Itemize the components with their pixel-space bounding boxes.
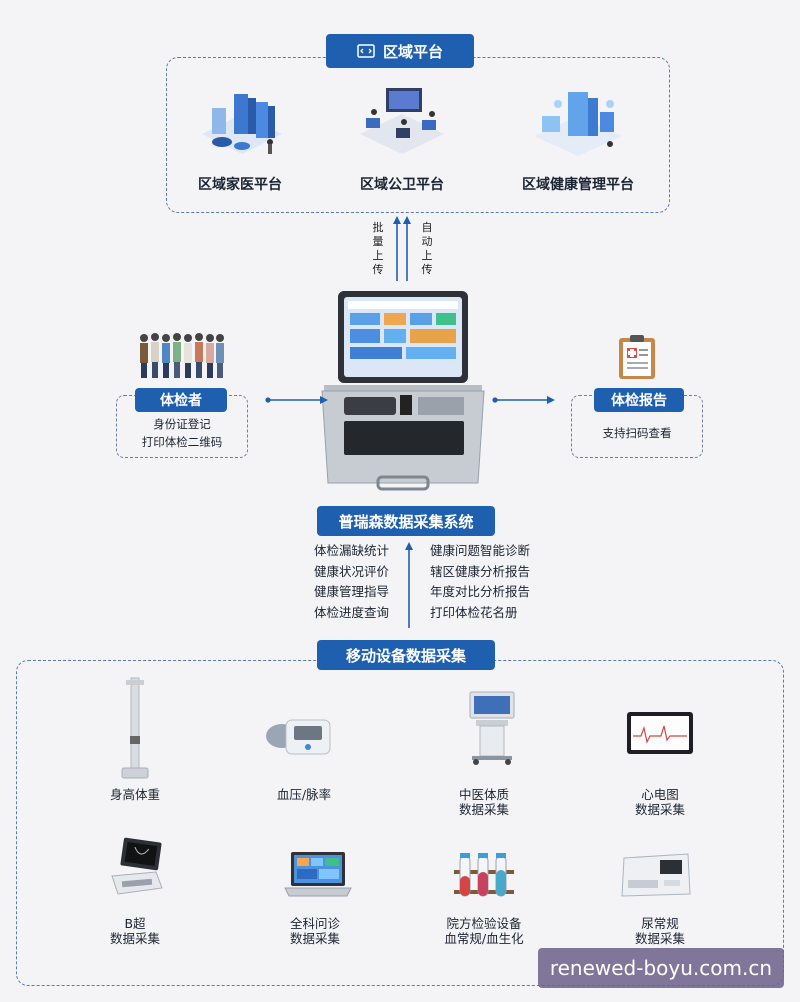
device-to-report-arrow — [492, 396, 555, 404]
device-label-tcm: 中医体质数据采集 — [458, 787, 509, 817]
device-label-general-consultation: 全科问诊数据采集 — [289, 916, 340, 946]
mobile-title: 移动设备数据采集 — [317, 640, 495, 670]
system-arrows — [405, 542, 413, 628]
system-right-list: 健康问题智能诊断 辖区健康分析报告 年度对比分析报告 打印体检花名册 — [430, 541, 550, 623]
platform-health-management: 区域健康管理平台 — [522, 177, 634, 193]
people-group-icon — [140, 333, 224, 378]
system-item: 健康状况评价 — [314, 563, 390, 579]
watermark: renewed-boyu.com.cn — [537, 948, 784, 988]
examinee-line-id-register: 身份证登记 — [153, 417, 211, 431]
device-label-urine-routine: 尿常规数据采集 — [634, 916, 685, 946]
system-left-list: 体检漏缺统计 健康状况评价 健康管理指导 体检进度查询 — [314, 541, 400, 623]
examinee-to-device-arrow — [265, 396, 328, 404]
region-platform-title: 区域平台 — [326, 34, 474, 68]
test-tubes-icon — [454, 853, 514, 897]
examinee-line-print-qr: 打印体检二维码 — [141, 435, 223, 449]
public-health-platform-illustration — [360, 88, 444, 154]
tcm-constitution-device-icon — [469, 691, 515, 765]
height-weight-scale-icon — [121, 677, 149, 779]
device-label-ecg: 心电图数据采集 — [634, 787, 685, 817]
ecg-monitor-icon — [627, 712, 693, 754]
blood-pressure-monitor-icon — [266, 719, 331, 755]
health-management-platform-illustration — [534, 92, 622, 156]
ultrasound-laptop-icon — [111, 837, 163, 895]
general-consultation-laptop-icon — [284, 852, 352, 897]
system-item: 健康问题智能诊断 — [430, 543, 531, 558]
system-item: 健康管理指导 — [314, 584, 390, 599]
family-doctor-platform-illustration — [202, 94, 282, 154]
system-item: 体检漏缺统计 — [314, 543, 390, 558]
upload-arrows — [393, 216, 411, 281]
platform-family-doctor: 区域家医平台 — [198, 177, 282, 193]
system-item: 辖区健康分析报告 — [430, 563, 531, 579]
batch-upload-label: 批量上传 — [372, 221, 384, 276]
examinee-title: 体检者 — [135, 388, 227, 412]
auto-upload-label: 自动上传 — [421, 221, 433, 276]
clipboard-report-icon — [619, 335, 655, 379]
report-line-scan: 支持扫码查看 — [602, 426, 672, 440]
system-item: 体检进度查询 — [314, 604, 390, 620]
system-title: 普瑞森数据采集系统 — [317, 506, 495, 536]
platform-public-health: 区域公卫平台 — [360, 177, 444, 193]
code-window-icon — [357, 44, 375, 58]
system-item: 年度对比分析报告 — [430, 584, 531, 599]
system-item: 打印体检花名册 — [430, 604, 518, 620]
report-title: 体检报告 — [594, 388, 684, 412]
device-label-ultrasound: B超数据采集 — [109, 916, 160, 946]
collection-terminal-device — [321, 291, 485, 491]
device-label-hospital-lab: 院方检验设备血常规/血生化 — [444, 916, 524, 946]
device-label-blood-pressure: 血压/脉率 — [276, 787, 332, 802]
device-label-height-weight: 身高体重 — [109, 787, 160, 802]
urine-analyzer-icon — [621, 853, 691, 897]
